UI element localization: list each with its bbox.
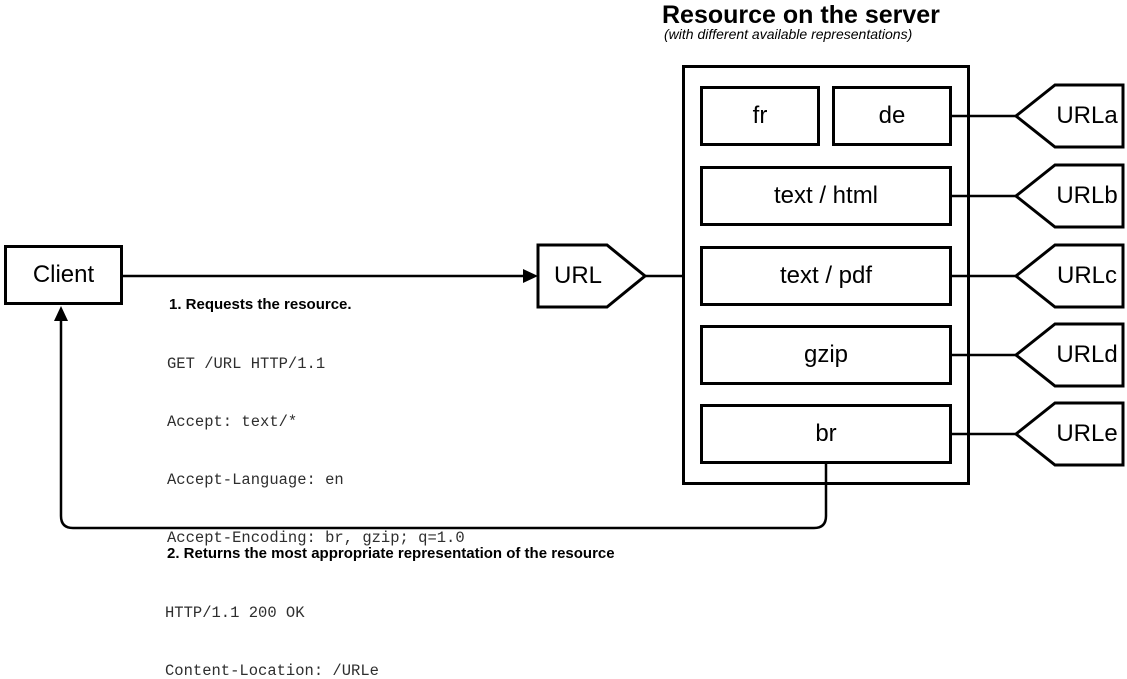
request-code-block: GET /URL HTTP/1.1 Accept: text/* Accept-… (167, 317, 465, 585)
representation-label: fr (752, 102, 768, 129)
representation-label: gzip (803, 341, 849, 368)
client-box: Client (4, 245, 123, 305)
representation-label: text / pdf (779, 262, 873, 289)
response-heading: 2. Returns the most appropriate represen… (167, 545, 615, 562)
url-node-shape (536, 243, 648, 309)
url-tag-label-urle: URLe (1056, 420, 1118, 447)
url-tag-shape-urle (1013, 401, 1125, 467)
diagram-title: Resource on the server (662, 1, 940, 29)
representation-box-text-html: text / html (700, 166, 952, 226)
request-line: Accept: text/* (167, 413, 298, 431)
url-tag-shape-urla (1013, 83, 1125, 149)
url-tag-label-urlc: URLc (1056, 262, 1117, 289)
url-tag-label-urlb: URLb (1056, 182, 1118, 209)
response-line: HTTP/1.1 200 OK (165, 604, 305, 622)
diagram-subtitle: (with different available representation… (664, 26, 913, 42)
representation-label: br (815, 420, 837, 447)
response-arrowhead-icon (54, 306, 68, 321)
response-arrow-path (59, 320, 828, 530)
request-heading: 1. Requests the resource. (169, 296, 352, 313)
url-tag-label-urld: URLd (1056, 341, 1118, 368)
url-tag-label-urla: URLa (1056, 102, 1118, 129)
client-label: Client (32, 261, 95, 288)
representation-box-br: br (700, 404, 952, 464)
representation-box-fr: fr (700, 86, 820, 146)
representation-label: de (878, 102, 906, 129)
request-line: GET /URL HTTP/1.1 (167, 355, 326, 373)
response-code-block: HTTP/1.1 200 OK Content-Location: /URLe … (165, 566, 379, 679)
representation-box-text-pdf: text / pdf (700, 246, 952, 306)
representation-box-gzip: gzip (700, 325, 952, 385)
representation-box-de: de (832, 86, 952, 146)
request-arrowhead-icon (523, 269, 538, 283)
response-line: Content-Location: /URLe (165, 662, 379, 679)
request-line: Accept-Language: en (167, 471, 344, 489)
url-node-label: URL (553, 262, 602, 289)
url-tag-shape-urlb (1013, 163, 1125, 229)
url-tag-shape-urld (1013, 322, 1125, 388)
url-tag-shape-urlc (1013, 243, 1125, 309)
request-line: Accept-Encoding: br, gzip; q=1.0 (167, 529, 465, 547)
server-box (682, 65, 970, 485)
representation-label: text / html (773, 182, 879, 209)
